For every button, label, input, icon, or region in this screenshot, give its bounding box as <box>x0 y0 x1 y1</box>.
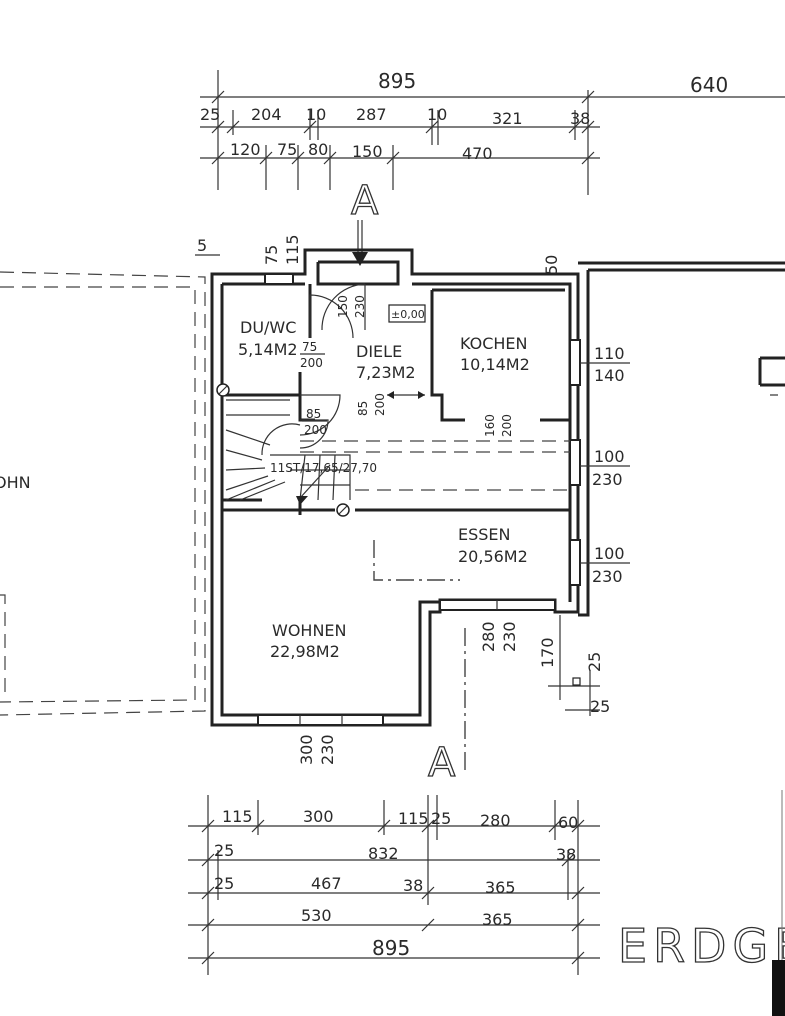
level-mark: ±0,00 <box>391 308 425 321</box>
dim-label: 230 <box>592 567 623 586</box>
dim-label: 150 <box>352 142 383 161</box>
windows <box>257 273 581 726</box>
dim-label: 10 <box>427 105 447 124</box>
room-name-diele: DIELE <box>356 342 402 361</box>
opening-annotations: 150 230 ±0,00 75 200 85 200 85 200 160 2… <box>270 295 519 765</box>
wohnen-window-width: 300 <box>297 734 316 765</box>
diele-kochen-height: 200 <box>373 393 387 416</box>
room-name-essen: ESSEN <box>458 525 511 544</box>
dim-label: 467 <box>311 874 342 893</box>
section-label-bottom: A <box>428 740 456 786</box>
room-name-duwc: DU/WC <box>240 318 296 337</box>
dim-label: 300 <box>303 807 334 826</box>
top-dimension-lines <box>200 70 785 195</box>
room-area-kochen: 10,14M2 <box>460 355 530 374</box>
drawing-title: ERDGE <box>618 919 785 973</box>
room-area-diele: 7,23M2 <box>356 363 416 382</box>
dim-label: 5 <box>197 236 207 255</box>
duwc-door-height: 200 <box>300 356 323 370</box>
dim-label: 832 <box>368 844 399 863</box>
dim-label: 25 <box>590 697 610 716</box>
room-area-wohnen: 22,98M2 <box>270 642 340 661</box>
bottom-dimension-lines <box>188 795 600 975</box>
dim-label: 365 <box>485 878 516 897</box>
dim-top-total: 895 <box>378 69 416 93</box>
dim-label: 75 <box>277 140 297 159</box>
dim-label: 25 <box>431 809 451 828</box>
dim-label: 38 <box>570 109 590 128</box>
room-name-neighbor: OHN <box>0 473 31 492</box>
section-label-top: A <box>351 178 379 224</box>
dim-label: 287 <box>356 105 387 124</box>
dim-label: 60 <box>558 813 578 832</box>
section-marker-bottom: A <box>427 739 456 786</box>
dim-label: 75 <box>262 245 281 265</box>
top-dimension-labels: 895 640 25 204 10 287 10 321 38 120 75 8… <box>200 69 728 163</box>
dim-label: 10 <box>306 105 326 124</box>
right-dimensions: 50 110 140 100 230 100 230 170 25 25 <box>538 255 630 716</box>
dim-label: 38 <box>403 876 423 895</box>
essen-door-height: 230 <box>500 621 519 652</box>
room-area-essen: 20,56M2 <box>458 547 528 566</box>
room-labels: DU/WC 5,14M2 DIELE 7,23M2 KOCHEN 10,14M2… <box>238 318 530 661</box>
dim-label: 115 <box>283 234 302 265</box>
left-dimensions: 5 75 115 <box>195 234 302 265</box>
hall-dashed <box>300 440 570 770</box>
dim-label: 365 <box>482 910 513 929</box>
dim-label: 25 <box>585 652 604 672</box>
dim-label: 100 <box>594 447 625 466</box>
dim-label: 25 <box>214 841 234 860</box>
section-marker-top: A <box>350 177 380 266</box>
dim-label: 100 <box>594 544 625 563</box>
dim-label: 25 <box>200 105 220 124</box>
bottom-dimension-labels: 115 300 115 25 280 60 25 832 38 25 467 3… <box>214 807 578 960</box>
kochen-door-width: 160 <box>483 414 497 437</box>
dim-label: 321 <box>492 109 523 128</box>
dim-label: 120 <box>230 140 261 159</box>
dim-label: 470 <box>462 144 493 163</box>
room-area-duwc: 5,14M2 <box>238 340 298 359</box>
dim-label: 50 <box>542 255 561 275</box>
diele-kochen-width: 85 <box>356 401 370 416</box>
dim-label: 115 <box>222 807 253 826</box>
stair-door-height: 200 <box>304 423 327 437</box>
doors <box>299 283 366 449</box>
dim-label: 140 <box>594 366 625 385</box>
entrance-height: 230 <box>353 295 367 318</box>
stair-spec: 11ST/17,65/27,70 <box>270 461 377 475</box>
dim-label: 895 <box>372 936 410 960</box>
wohnen-window-height: 230 <box>318 734 337 765</box>
dim-label: 110 <box>594 344 625 363</box>
room-name-wohnen: WOHNEN <box>272 621 347 640</box>
essen-door-width: 280 <box>479 621 498 652</box>
dim-label: 25 <box>214 874 234 893</box>
dim-label: 38 <box>556 845 576 864</box>
stair-door-width: 85 <box>306 407 321 421</box>
dim-label: 280 <box>480 811 511 830</box>
dim-label: 115 <box>398 809 429 828</box>
kochen-door-height: 200 <box>500 414 514 437</box>
room-name-kochen: KOCHEN <box>460 334 528 353</box>
dim-label: 230 <box>592 470 623 489</box>
neighbor-house: OHN <box>0 271 206 716</box>
dim-top-neighbor: 640 <box>690 73 728 97</box>
dim-label: 204 <box>251 105 282 124</box>
stair <box>216 383 351 517</box>
dim-label: 530 <box>301 906 332 925</box>
right-neighbor <box>578 261 785 617</box>
entrance-width: 150 <box>336 295 350 318</box>
dim-label: 80 <box>308 140 328 159</box>
duwc-door-width: 75 <box>302 340 317 354</box>
dim-label: 170 <box>538 637 557 668</box>
